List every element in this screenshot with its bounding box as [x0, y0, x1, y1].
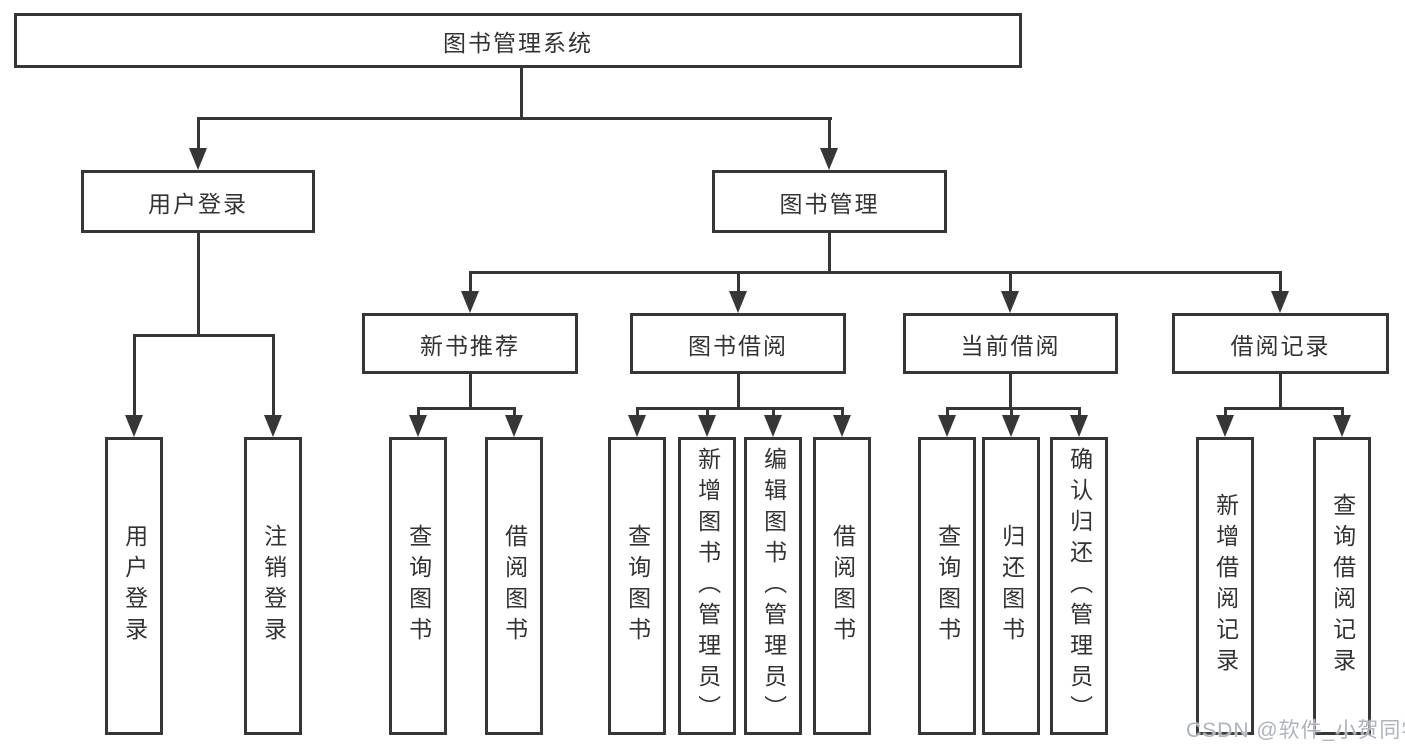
- connector-line: [636, 407, 843, 410]
- arrow-down-icon: [833, 415, 851, 437]
- connector-line: [828, 117, 831, 150]
- leaf-user-login-label: 用户登录: [121, 524, 148, 648]
- leaf-logout: 注销登录: [244, 437, 302, 735]
- leaf-query-books-borrowing: 查询图书: [608, 437, 666, 735]
- leaf-edit-book-admin-label: 编辑图书（管理员）: [760, 446, 787, 726]
- connector-line: [946, 407, 949, 417]
- connector-line: [737, 271, 740, 291]
- leaf-query-books-borrowing-label: 查询图书: [624, 524, 651, 648]
- connector-line: [272, 334, 275, 415]
- node-current-borrowing-label: 当前借阅: [960, 332, 1061, 359]
- leaf-borrow-books-recommend-label: 借阅图书: [501, 524, 528, 648]
- arrow-down-icon: [264, 415, 282, 437]
- leaf-confirm-return-admin: 确认归还（管理员）: [1050, 437, 1108, 735]
- leaf-borrow-books-label: 借阅图书: [829, 524, 856, 648]
- arrow-down-icon: [820, 148, 838, 170]
- arrow-down-icon: [189, 148, 207, 170]
- connector-line: [133, 334, 136, 415]
- connector-line: [417, 407, 420, 417]
- connector-line: [469, 374, 472, 409]
- connector-line: [520, 68, 523, 120]
- connector-line: [417, 407, 515, 410]
- connector-line: [1009, 271, 1012, 291]
- arrow-down-icon: [729, 291, 747, 313]
- connector-line: [513, 407, 516, 417]
- connector-line: [1224, 407, 1227, 417]
- leaf-add-borrow-record: 新增借阅记录: [1196, 437, 1254, 735]
- arrow-down-icon: [461, 291, 479, 313]
- connector-line: [828, 233, 831, 273]
- arrow-down-icon: [764, 415, 782, 437]
- arrow-down-icon: [125, 415, 143, 437]
- node-book-borrowing: 图书借阅: [630, 313, 846, 374]
- node-borrowing-records: 借阅记录: [1172, 313, 1389, 374]
- node-book-management-label: 图书管理: [779, 190, 880, 217]
- leaf-add-book-admin-label: 新增图书（管理员）: [694, 446, 721, 726]
- connector-line: [1078, 407, 1081, 417]
- leaf-borrow-books: 借阅图书: [813, 437, 871, 735]
- arrow-down-icon: [1271, 291, 1289, 313]
- leaf-query-borrow-record-label: 查询借阅记录: [1329, 493, 1356, 679]
- connector-line: [737, 374, 740, 409]
- watermark: CSDN @软件_小贺同学: [1186, 719, 1405, 742]
- connector-line: [1009, 374, 1012, 409]
- node-root: 图书管理系统: [14, 13, 1022, 68]
- node-current-borrowing: 当前借阅: [903, 313, 1118, 374]
- leaf-query-books-current-label: 查询图书: [934, 524, 961, 648]
- connector-line: [1341, 407, 1344, 417]
- arrow-down-icon: [1002, 415, 1020, 437]
- leaf-query-borrow-record: 查询借阅记录: [1313, 437, 1371, 735]
- connector-line: [706, 407, 709, 417]
- node-borrowing-records-label: 借阅记录: [1230, 332, 1331, 359]
- connector-line: [197, 233, 200, 336]
- connector-line: [469, 271, 1281, 274]
- connector-line: [636, 407, 639, 417]
- arrow-down-icon: [1001, 291, 1019, 313]
- leaf-return-book-label: 归还图书: [998, 524, 1025, 648]
- arrow-down-icon: [628, 415, 646, 437]
- leaf-edit-book-admin: 编辑图书（管理员）: [744, 437, 802, 735]
- leaf-logout-label: 注销登录: [260, 524, 287, 648]
- node-user-login-label: 用户登录: [148, 190, 248, 217]
- arrow-down-icon: [1216, 415, 1234, 437]
- connector-line: [469, 271, 472, 291]
- leaf-user-login: 用户登录: [105, 437, 163, 735]
- node-new-book-recommend-label: 新书推荐: [420, 332, 520, 359]
- node-book-borrowing-label: 图书借阅: [688, 332, 788, 359]
- leaf-add-borrow-record-label: 新增借阅记录: [1212, 493, 1239, 679]
- leaf-confirm-return-admin-label: 确认归还（管理员）: [1066, 446, 1093, 726]
- leaf-query-books-recommend: 查询图书: [389, 437, 447, 735]
- arrow-down-icon: [938, 415, 956, 437]
- connector-line: [1279, 374, 1282, 409]
- connector-line: [133, 334, 274, 337]
- arrow-down-icon: [1070, 415, 1088, 437]
- leaf-return-book: 归还图书: [982, 437, 1040, 735]
- leaf-query-books-recommend-label: 查询图书: [405, 524, 432, 648]
- arrow-down-icon: [505, 415, 523, 437]
- connector-line: [1224, 407, 1343, 410]
- node-new-book-recommend: 新书推荐: [362, 313, 578, 374]
- node-book-management: 图书管理: [712, 170, 947, 233]
- arrow-down-icon: [698, 415, 716, 437]
- connector-line: [1010, 407, 1013, 417]
- arrow-down-icon: [409, 415, 427, 437]
- connector-line: [1279, 271, 1282, 291]
- connector-line: [772, 407, 775, 417]
- arrow-down-icon: [1333, 415, 1351, 437]
- node-user-login: 用户登录: [81, 170, 315, 233]
- node-root-label: 图书管理系统: [443, 29, 593, 56]
- connector-line: [946, 407, 1080, 410]
- leaf-add-book-admin: 新增图书（管理员）: [678, 437, 736, 735]
- leaf-borrow-books-recommend: 借阅图书: [485, 437, 543, 735]
- leaf-query-books-current: 查询图书: [918, 437, 976, 735]
- connector-line: [197, 117, 832, 120]
- connector-line: [841, 407, 844, 417]
- connector-line: [197, 117, 200, 150]
